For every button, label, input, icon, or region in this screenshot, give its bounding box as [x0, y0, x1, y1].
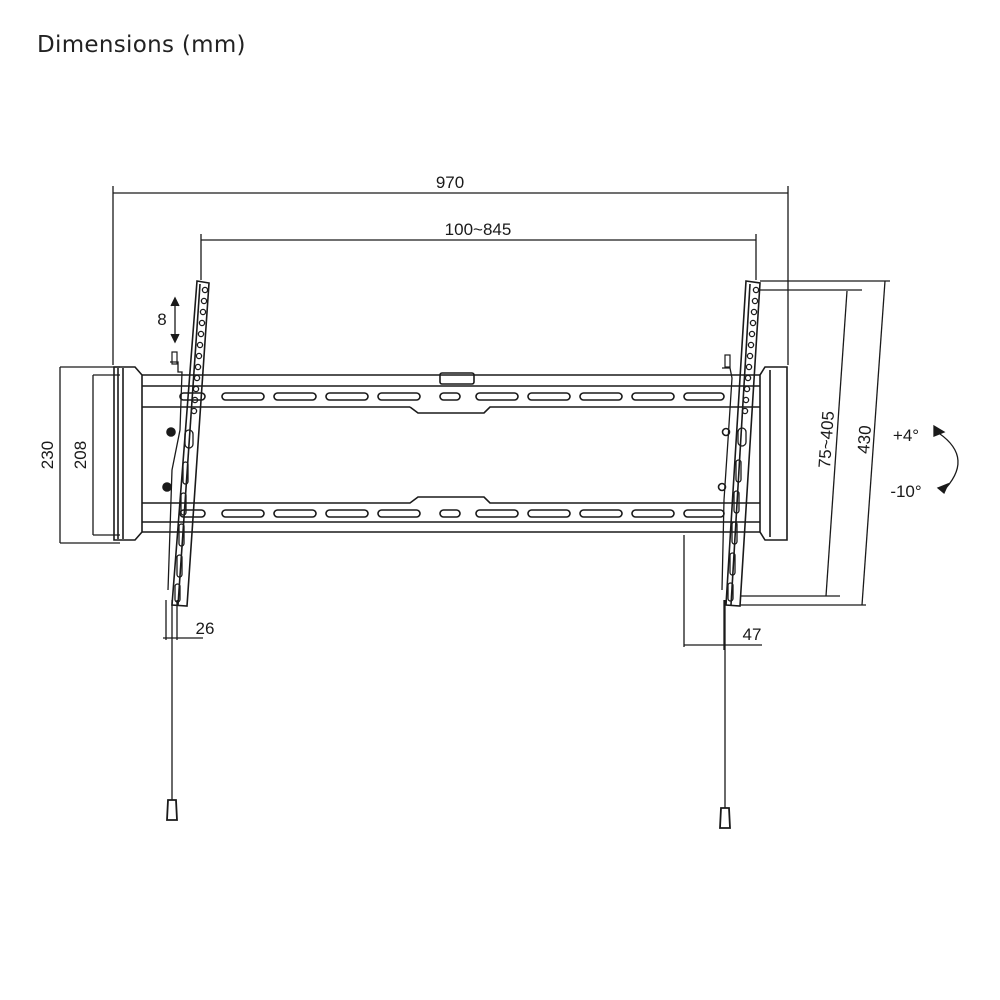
label-vesa-horizontal: 100~845: [445, 220, 512, 239]
label-height-inner: 208: [71, 441, 90, 469]
label-bracket-height: 430: [854, 425, 875, 455]
dimension-overall-width: [112, 186, 789, 365]
right-vertical-arm: [717, 280, 761, 607]
dimension-depth-min: [163, 600, 203, 640]
left-vertical-arm: [162, 280, 210, 607]
right-end-cap: [759, 366, 788, 541]
page-title: Dimensions (mm): [37, 32, 246, 58]
label-vertical-adjust: 8: [157, 310, 166, 329]
label-tilt-up: +4°: [893, 426, 919, 445]
tilt-arc-icon: [933, 424, 959, 495]
dimension-vesa-horizontal: [200, 234, 757, 280]
label-height-outer: 230: [38, 441, 57, 469]
vertical-adjust-arrow: [170, 296, 180, 344]
bottom-rail: [142, 496, 760, 533]
left-end-cap: [113, 366, 143, 541]
label-depth-max: 47: [743, 625, 762, 644]
label-vesa-vertical: 75~405: [815, 410, 838, 468]
label-overall-width: 970: [436, 173, 464, 192]
pull-cord-left: [166, 600, 178, 821]
dimension-vesa-vertical: [740, 289, 862, 597]
label-depth-min: 26: [196, 619, 215, 638]
top-rail: [142, 372, 760, 414]
pull-cord-right: [719, 600, 731, 829]
label-tilt-down: -10°: [890, 482, 921, 501]
dimension-bracket-height: [740, 280, 890, 606]
dimension-depth-max: [683, 535, 762, 650]
dimension-heights: [59, 366, 120, 544]
